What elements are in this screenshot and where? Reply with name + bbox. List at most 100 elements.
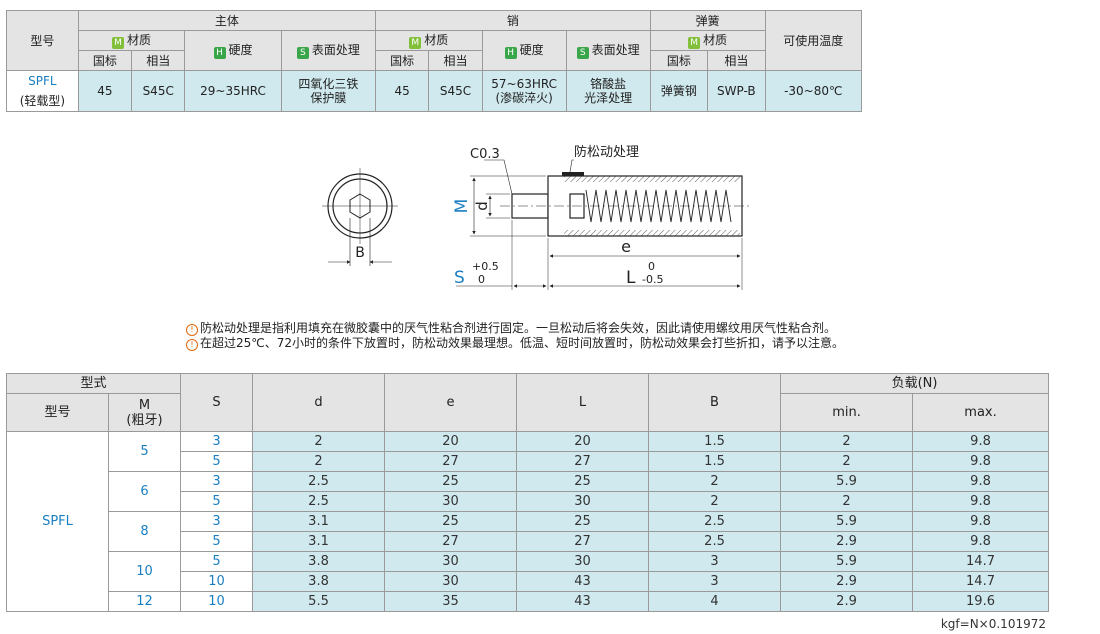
spec-pin-hardness: 57~63HRC (渗碳淬火): [481, 70, 567, 112]
e-cell: 25: [384, 511, 518, 532]
label-locking: 防松动处理: [574, 144, 639, 160]
b-cell: 2.5: [648, 511, 782, 532]
spec-spring-national: 弹簧钢: [649, 70, 709, 112]
spec-header-body: 主体: [77, 10, 377, 31]
d-cell: 5.5: [252, 591, 386, 612]
max-cell: 14.7: [912, 571, 1050, 592]
d-cell: 3.1: [252, 531, 386, 552]
b-cell: 3: [648, 551, 782, 572]
technical-drawing: B C0.3 防松动处理 M d: [322, 144, 750, 290]
header-type: 型式: [5, 373, 182, 394]
d-cell: 2: [252, 431, 386, 452]
spec-header-temp: 可使用温度: [764, 10, 863, 71]
e-cell: 35: [384, 591, 518, 612]
e-cell: 27: [384, 531, 518, 552]
spec-body-national: 45: [77, 70, 133, 112]
header-model: 型号: [6, 393, 109, 432]
s-cell: 3: [180, 431, 254, 452]
e-cell: 20: [384, 431, 518, 452]
max-cell: 9.8: [912, 491, 1050, 512]
header-b: B: [648, 373, 782, 432]
d-cell: 2.5: [252, 491, 386, 512]
header-m: M (粗牙): [107, 393, 182, 432]
spec-pin-equiv: S45C: [428, 70, 483, 112]
l-cell: 30: [516, 551, 650, 572]
label-l-tol-lower: -0.5: [642, 273, 663, 286]
min-cell: 2.9: [780, 571, 914, 592]
min-cell: 2.9: [780, 591, 914, 612]
b-cell: 1.5: [648, 431, 782, 452]
l-cell: 25: [516, 511, 650, 532]
header-d: d: [252, 373, 386, 432]
min-cell: 2: [780, 491, 914, 512]
spec-temp: -30~80℃: [764, 70, 863, 112]
label-B: B: [355, 245, 365, 261]
label-M: M: [452, 199, 472, 214]
max-cell: 9.8: [912, 471, 1050, 492]
spec-header-pin: 销: [375, 10, 651, 31]
warning-icon: !: [186, 339, 198, 351]
notes: !防松动处理是指利用填充在微胶囊中的厌气性粘合剂进行固定。一旦松动后将会失效，因…: [186, 321, 844, 351]
min-cell: 5.9: [780, 471, 914, 492]
l-cell: 30: [516, 491, 650, 512]
b-cell: 2.5: [648, 531, 782, 552]
e-cell: 25: [384, 471, 518, 492]
header-max: max.: [912, 393, 1050, 432]
spec-model-sub: (轻载型): [19, 94, 66, 108]
d-cell: 3.1: [252, 511, 386, 532]
label-S: S: [454, 268, 465, 288]
max-cell: 9.8: [912, 431, 1050, 452]
spec-pin-surface: 铬酸盐 光泽处理: [565, 70, 651, 112]
d-cell: 3.8: [252, 551, 386, 572]
d-cell: 3.8: [252, 571, 386, 592]
max-cell: 9.8: [912, 511, 1050, 532]
material-icon: M: [409, 36, 422, 49]
material-icon: M: [688, 36, 701, 49]
warning-icon: !: [186, 324, 198, 336]
m-cell: 6: [107, 471, 182, 512]
side-view: [456, 159, 750, 290]
e-cell: 30: [384, 551, 518, 572]
min-cell: 5.9: [780, 551, 914, 572]
spec-header-spring: 弹簧: [649, 10, 766, 31]
spec-header-national: 国标: [375, 50, 430, 71]
spec-header-national: 国标: [77, 50, 133, 71]
min-cell: 2: [780, 451, 914, 472]
label-l-tol-upper: 0: [648, 260, 655, 273]
b-cell: 2: [648, 491, 782, 512]
l-cell: 43: [516, 571, 650, 592]
unit-conversion-note: kgf=N×0.101972: [940, 617, 1046, 631]
l-cell: 27: [516, 531, 650, 552]
hardness-icon: H: [504, 46, 517, 59]
label-s-tol-upper: +0.5: [472, 260, 499, 273]
max-cell: 19.6: [912, 591, 1050, 612]
e-cell: 30: [384, 491, 518, 512]
header-load: 负载(N): [780, 373, 1050, 394]
surface-icon: S: [576, 46, 589, 59]
spec-model-name: SPFL: [28, 74, 57, 88]
d-cell: 2: [252, 451, 386, 472]
header-s: S: [180, 373, 254, 432]
d-cell: 2.5: [252, 471, 386, 492]
b-cell: 2: [648, 471, 782, 492]
material-icon: M: [112, 36, 125, 49]
header-min: min.: [780, 393, 914, 432]
b-cell: 4: [648, 591, 782, 612]
spec-header-national: 国标: [649, 50, 709, 71]
dimension-table: 型式 S d e L B 负载(N) 型号 M (粗牙) min. max. S…: [5, 373, 1050, 612]
spec-header-equiv: 相当: [428, 50, 483, 71]
label-L: L: [626, 268, 636, 288]
label-s-tol-lower: 0: [478, 273, 485, 286]
min-cell: 5.9: [780, 511, 914, 532]
spec-body-surface: 四氧化三铁 保护膜: [280, 70, 377, 112]
s-cell: 5: [180, 451, 254, 472]
m-cell: 10: [107, 551, 182, 592]
e-cell: 27: [384, 451, 518, 472]
